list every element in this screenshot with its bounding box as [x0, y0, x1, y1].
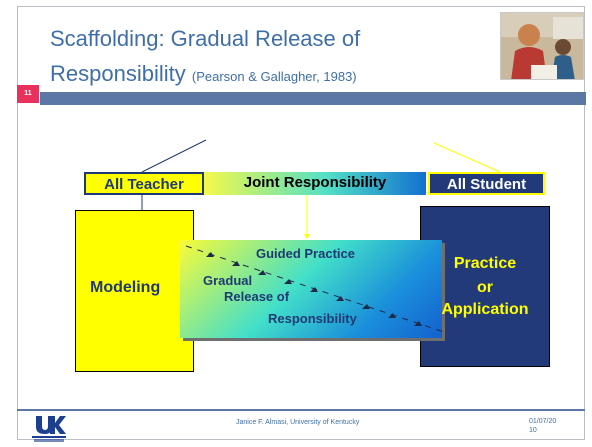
- slide-title-line-1: Scaffolding: Gradual Release of: [50, 26, 361, 51]
- footer-rule: [17, 409, 585, 411]
- practice-label-line-2: or: [477, 279, 493, 296]
- practice-label-line-3: Application: [441, 301, 529, 318]
- guided-practice-box: [180, 240, 442, 338]
- header-all-student: All Student: [428, 172, 545, 195]
- modeling-label: Modeling: [90, 279, 161, 296]
- footer-author: Janice F. Almasi, University of Kentucky: [236, 419, 360, 426]
- slide-citation: (Pearson & Gallagher, 1983): [191, 69, 357, 84]
- header-joint-responsibility: Joint Responsibility: [204, 172, 426, 195]
- uk-logo-icon: [30, 414, 68, 442]
- header-all-teacher: All Teacher: [84, 172, 204, 195]
- page-number-badge: 11: [17, 85, 39, 103]
- slide-title-line-2: Responsibility (Pearson & Gallagher, 198…: [50, 61, 357, 87]
- gradual-release-label-line-1: Gradual: [203, 273, 253, 288]
- practice-label-line-1: Practice: [453, 255, 517, 272]
- gradual-release-label-line-2: Release of: [224, 289, 290, 304]
- classroom-photo: [500, 12, 584, 80]
- guided-practice-label: Guided Practice: [256, 246, 355, 261]
- modeling-box: [75, 210, 194, 372]
- footer-date: 01/07/20 10: [529, 417, 556, 435]
- footer-date-line-1: 01/07/20: [529, 418, 557, 425]
- footer-date-line-2: 10: [529, 427, 537, 434]
- slide-frame: [17, 6, 585, 440]
- slide-title-responsibility: Responsibility: [50, 61, 186, 86]
- gradual-release-label-line-3: Responsibility: [268, 311, 357, 326]
- title-accent-bar: [40, 92, 586, 105]
